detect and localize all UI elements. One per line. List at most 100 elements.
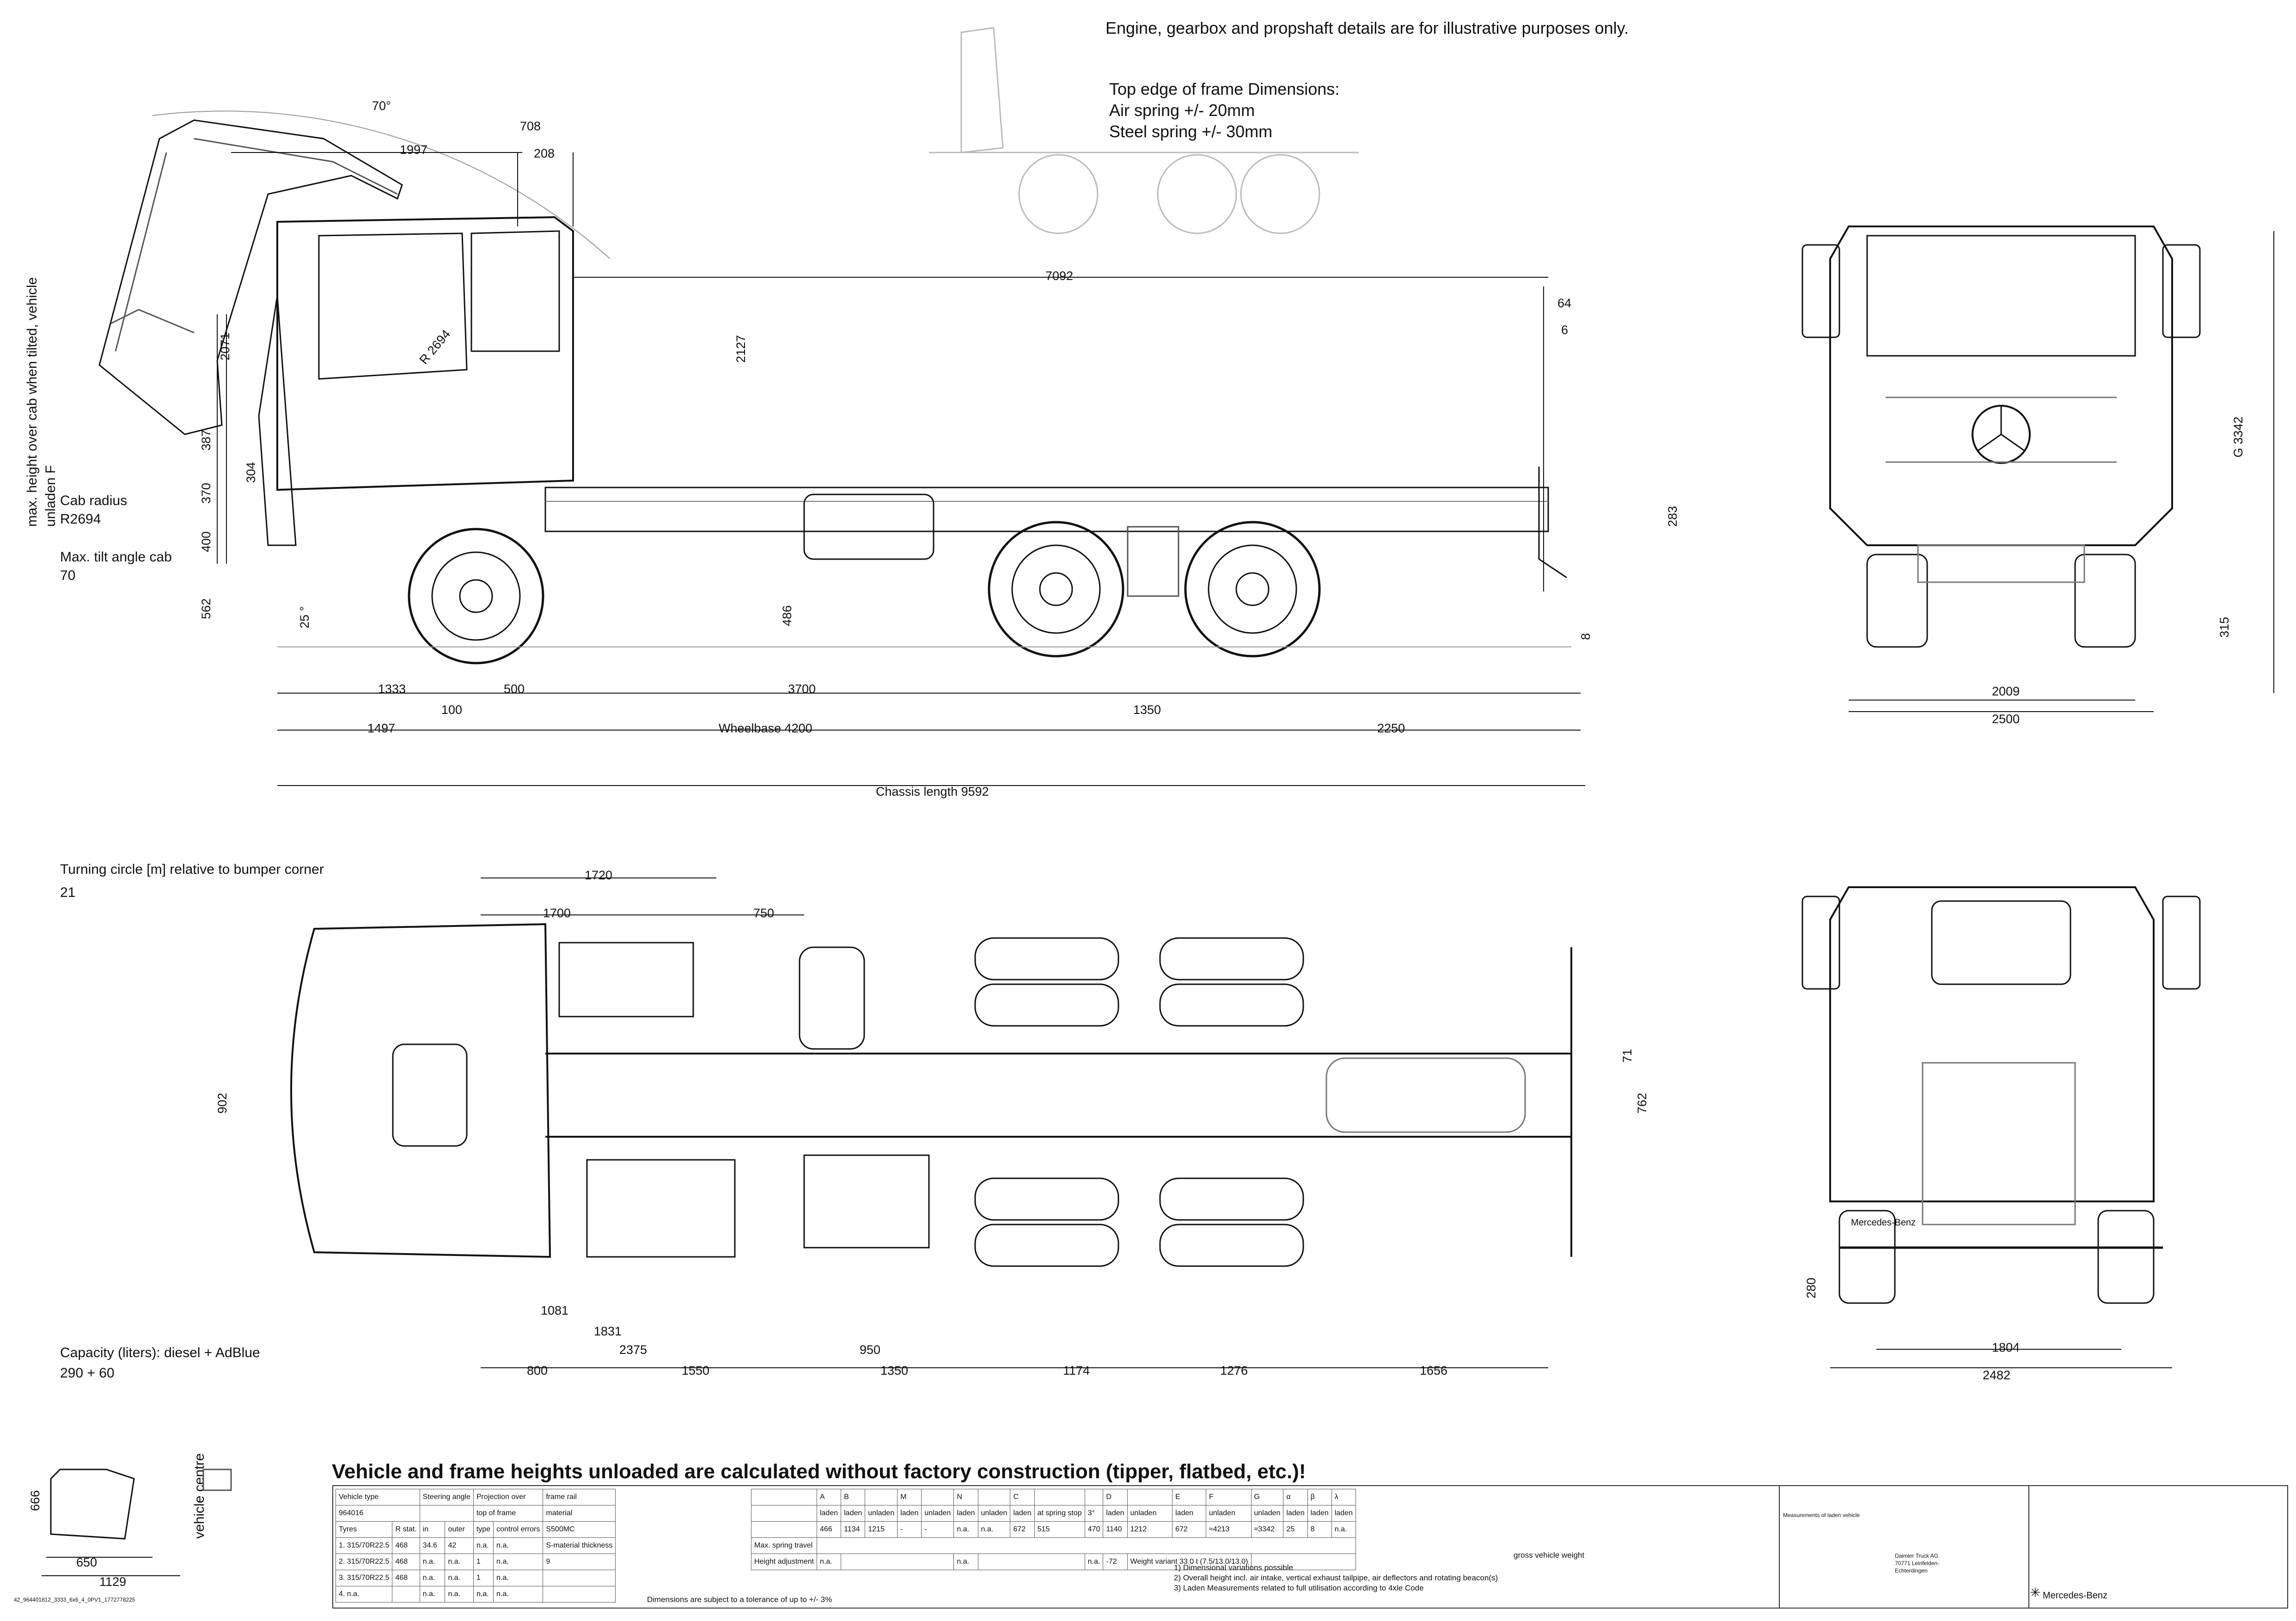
dim-304: 304: [244, 462, 258, 483]
dim-8: 8: [1579, 633, 1593, 640]
brand-footer: Mercedes-Benz: [2043, 1591, 2108, 1601]
rstat-header: R stat.: [392, 1521, 420, 1538]
dim-7092: 7092: [1045, 269, 1073, 283]
dim-1720: 1720: [585, 868, 612, 882]
dim-tilt-angle: 70°: [372, 99, 391, 113]
rear-wheel-2: [1184, 521, 1321, 658]
dim-1350-top: 1350: [880, 1364, 908, 1377]
dim-950: 950: [860, 1343, 880, 1357]
footnotes: 1) Dimensional variations possible 2) Ov…: [1174, 1563, 1498, 1592]
dim-1350: 1350: [1133, 703, 1161, 717]
capacity-value: 290 + 60: [60, 1365, 115, 1381]
thickness-label: S-material thickness: [543, 1537, 616, 1554]
dim-100: 100: [441, 703, 462, 717]
dim-666: 666: [28, 1490, 42, 1511]
dim-64: 64: [1557, 296, 1571, 310]
rear-wheel-1: [988, 521, 1124, 658]
dim-2482: 2482: [1983, 1368, 2010, 1382]
frame-sketch: [929, 27, 1359, 234]
table-headline: Vehicle and frame heights unloaded are c…: [332, 1460, 1306, 1483]
dim-2127: 2127: [734, 335, 748, 363]
rear-brand-plate: Mercedes-Benz: [1851, 1218, 1916, 1228]
tyres-header: Tyres: [335, 1521, 393, 1538]
cab-radius-value: R2694: [60, 512, 101, 527]
dim-cab-radius: R 2694: [417, 327, 453, 367]
top-frame-label: top of frame: [473, 1505, 543, 1522]
dim-486: 486: [780, 605, 794, 626]
company-address-2: Echterdingen: [1895, 1567, 1928, 1574]
dim-283: 283: [1666, 506, 1679, 527]
material-label: material: [543, 1505, 616, 1522]
turning-circle-value: 21: [60, 885, 76, 900]
dim-2071: 2071: [218, 333, 232, 360]
side-view: [98, 110, 1571, 664]
dim-1129: 1129: [99, 1575, 126, 1589]
dim-1276: 1276: [1220, 1364, 1248, 1377]
dim-370: 370: [199, 483, 213, 504]
vehicle-type-value: 964016: [336, 1505, 420, 1522]
capacity-label: Capacity (liters): diesel + AdBlue: [60, 1345, 260, 1360]
company-address-1: 70771 Leinfelden-: [1895, 1560, 1940, 1566]
frame-dimensions-title: Top edge of frame Dimensions:: [1109, 79, 1340, 98]
front-wheel: [408, 528, 544, 664]
in-header: in: [419, 1521, 446, 1538]
dim-1997: 1997: [400, 143, 427, 157]
star-logo-icon: ✳: [2030, 1585, 2041, 1600]
dim-chassis-length: Chassis length 9592: [876, 785, 989, 798]
dim-750: 750: [753, 906, 774, 920]
air-spring-note: Air spring +/- 20mm: [1109, 101, 1255, 120]
dim-1656: 1656: [1420, 1364, 1447, 1377]
dim-902: 902: [215, 1093, 229, 1114]
dim-762: 762: [1635, 1093, 1649, 1114]
max-spring-label: Max. spring travel: [751, 1537, 817, 1554]
dim-2250: 2250: [1377, 721, 1405, 735]
control-errors-header: control errors: [493, 1521, 543, 1538]
small-cab-view: [50, 1469, 232, 1540]
dim-1700: 1700: [543, 906, 571, 920]
outer-header: outer: [445, 1521, 474, 1538]
dim-1081: 1081: [541, 1304, 568, 1317]
measure-note: Measurements of laden vehicle: [1783, 1512, 1860, 1518]
dim-front-height: G 3342: [2231, 416, 2245, 457]
dim-1497: 1497: [367, 721, 395, 735]
thickness-value: 9: [543, 1554, 616, 1570]
height-adjust-label: Height adjustment: [751, 1554, 817, 1570]
dim-562: 562: [199, 598, 213, 619]
top-view: [290, 923, 1572, 1267]
table-frame: [332, 1485, 2288, 1609]
vehicle-table: Vehicle type Steering angle Projection o…: [335, 1489, 616, 1603]
dim-1550: 1550: [682, 1364, 709, 1377]
dim-208: 208: [534, 146, 555, 160]
steering-angle-label: Steering angle: [419, 1489, 474, 1505]
weight-variant: Weight variant 33.0 t (7.5/13.0/13.0): [1127, 1554, 1252, 1570]
dim-387: 387: [199, 430, 213, 451]
tilt-angle-value: 70: [60, 568, 76, 583]
vehicle-type-label: Vehicle type: [336, 1489, 420, 1505]
dim-1804: 1804: [1992, 1341, 2020, 1354]
table-row: 4. n.a. n.a.n.a. n.a.n.a.: [335, 1586, 616, 1603]
drawing-id: 42_964401812_3333_6x6_4_0PV1_1772778225: [14, 1597, 135, 1603]
steel-spring-note: Steel spring +/- 30mm: [1109, 122, 1273, 141]
type-header: type: [473, 1521, 494, 1538]
front-view: [1801, 225, 2201, 648]
tilt-angle-label: Max. tilt angle cab: [60, 549, 172, 565]
rear-view: [1801, 886, 2201, 1304]
frame-rail-label: frame rail: [543, 1489, 616, 1505]
dim-1831: 1831: [594, 1324, 622, 1338]
dim-3700: 3700: [788, 682, 816, 696]
dim-2375: 2375: [619, 1343, 647, 1357]
gross-weight-label: gross vehicle weight: [1514, 1551, 1585, 1560]
dim-1333: 1333: [378, 682, 406, 696]
projection-label: Projection over: [473, 1489, 543, 1505]
cab-radius-label: Cab radius: [60, 493, 128, 508]
dim-2500: 2500: [1992, 712, 2020, 726]
company-name: Daimler Truck AG: [1895, 1553, 1939, 1559]
material-value: S500MC: [543, 1521, 616, 1538]
dim-800: 800: [527, 1364, 548, 1377]
dim-2009: 2009: [1992, 684, 2020, 698]
